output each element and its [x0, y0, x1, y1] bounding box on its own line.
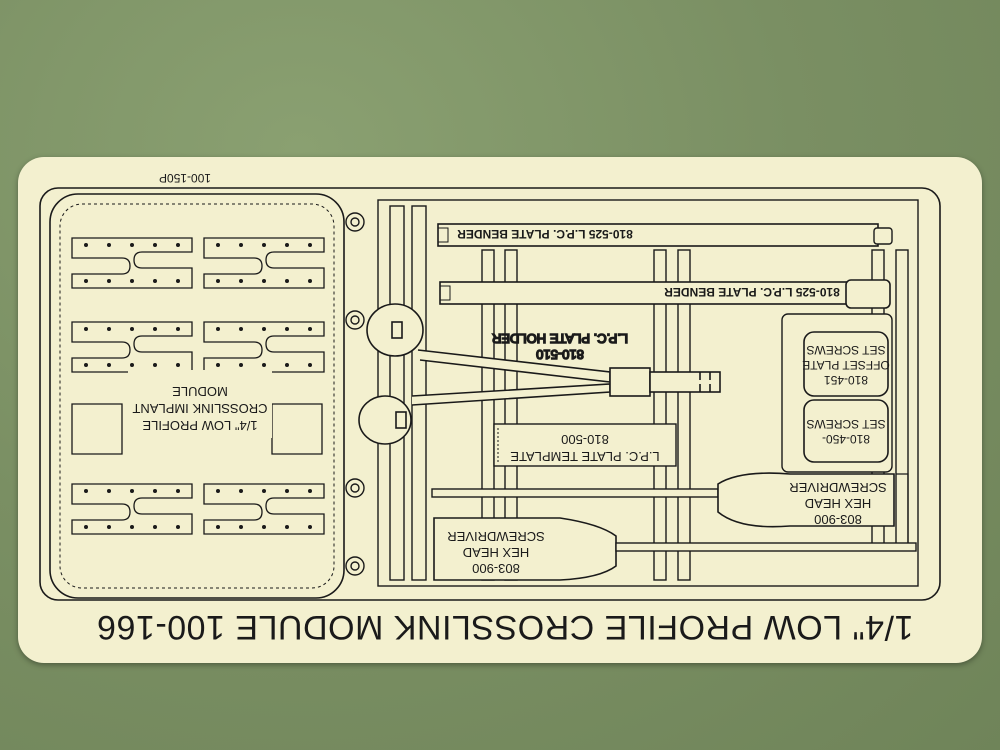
crosslink-plate-slot: [71, 321, 193, 373]
plate-template-code: 810-500: [561, 432, 609, 447]
crosslink-plate-slot: [203, 321, 325, 373]
inner-border: [39, 187, 941, 601]
mounting-holes: [345, 212, 365, 576]
plate-bender-lower-label: 810-525 L.P.C. PLATE BENDER: [664, 285, 840, 299]
offset-screws-line3: SET SCREWS: [806, 343, 885, 357]
crosslink-plate-slot: [271, 403, 323, 455]
set-screws-name: SET SCREWS: [806, 417, 885, 431]
crosslink-plate-slot: [71, 237, 193, 289]
implant-caption-line1: 1/4" LOW PROFILE: [142, 418, 257, 433]
plate-holder-code: 810-510: [536, 347, 584, 362]
screwdriver-right-line2: HEX HEAD: [805, 496, 871, 511]
plate-bender-upper: 810-525 L.P.C. PLATE BENDER: [437, 223, 893, 247]
plate-bender-upper-label: 810-525 L.P.C. PLATE BENDER: [457, 227, 633, 241]
module-title: 1/4" LOW PROFILE CROSSLINK MODULE 100-16…: [97, 608, 914, 646]
instrument-frame: [377, 199, 919, 587]
crosslink-plate-slot: [71, 483, 193, 535]
plate-template: L.P.C. PLATE TEMPLATE 810-500: [493, 423, 677, 467]
set-screws-code: 810-450-: [822, 432, 870, 446]
screwdriver-left-code: 803-900: [472, 561, 520, 576]
screwdriver-right: 803-900 HEX HEAD SCREWDRIVER: [431, 472, 909, 548]
screwdriver-left-line3: SCREWDRIVER: [447, 529, 545, 544]
implant-caption-line2: CROSSLINK IMPLANT: [132, 401, 267, 416]
crosslink-plate-slot: [203, 237, 325, 289]
plate-holder-name: L.P.C. PLATE HOLDER: [492, 331, 628, 346]
crosslink-plate-slot: [71, 403, 123, 455]
screwdriver-left: 803-900 HEX HEAD SCREWDRIVER: [433, 517, 917, 581]
part-code: 100-150P: [159, 171, 211, 185]
implant-module: 1/4" LOW PROFILE CROSSLINK IMPLANT MODUL…: [49, 193, 345, 599]
implant-module-caption: 1/4" LOW PROFILE CROSSLINK IMPLANT MODUL…: [128, 370, 272, 438]
crosslink-plate-slot: [203, 483, 325, 535]
implant-caption-line3: MODULE: [172, 384, 228, 399]
offset-screws-line2: OFFSET PLATE: [802, 358, 890, 372]
set-screw-caddy: 810-451 OFFSET PLATE SET SCREWS 810-450-…: [781, 313, 893, 473]
plate-template-name: L.P.C. PLATE TEMPLATE: [510, 449, 660, 464]
screwdriver-left-line2: HEX HEAD: [463, 545, 529, 560]
offset-screws-code: 810-451: [824, 373, 868, 387]
screwdriver-right-code: 803-900: [814, 512, 862, 527]
plate-bender-lower: 810-525 L.P.C. PLATE BENDER: [439, 279, 891, 309]
screwdriver-right-line3: SCREWDRIVER: [789, 480, 887, 495]
plate-holder: 810-510 L.P.C. PLATE HOLDER: [358, 303, 721, 445]
